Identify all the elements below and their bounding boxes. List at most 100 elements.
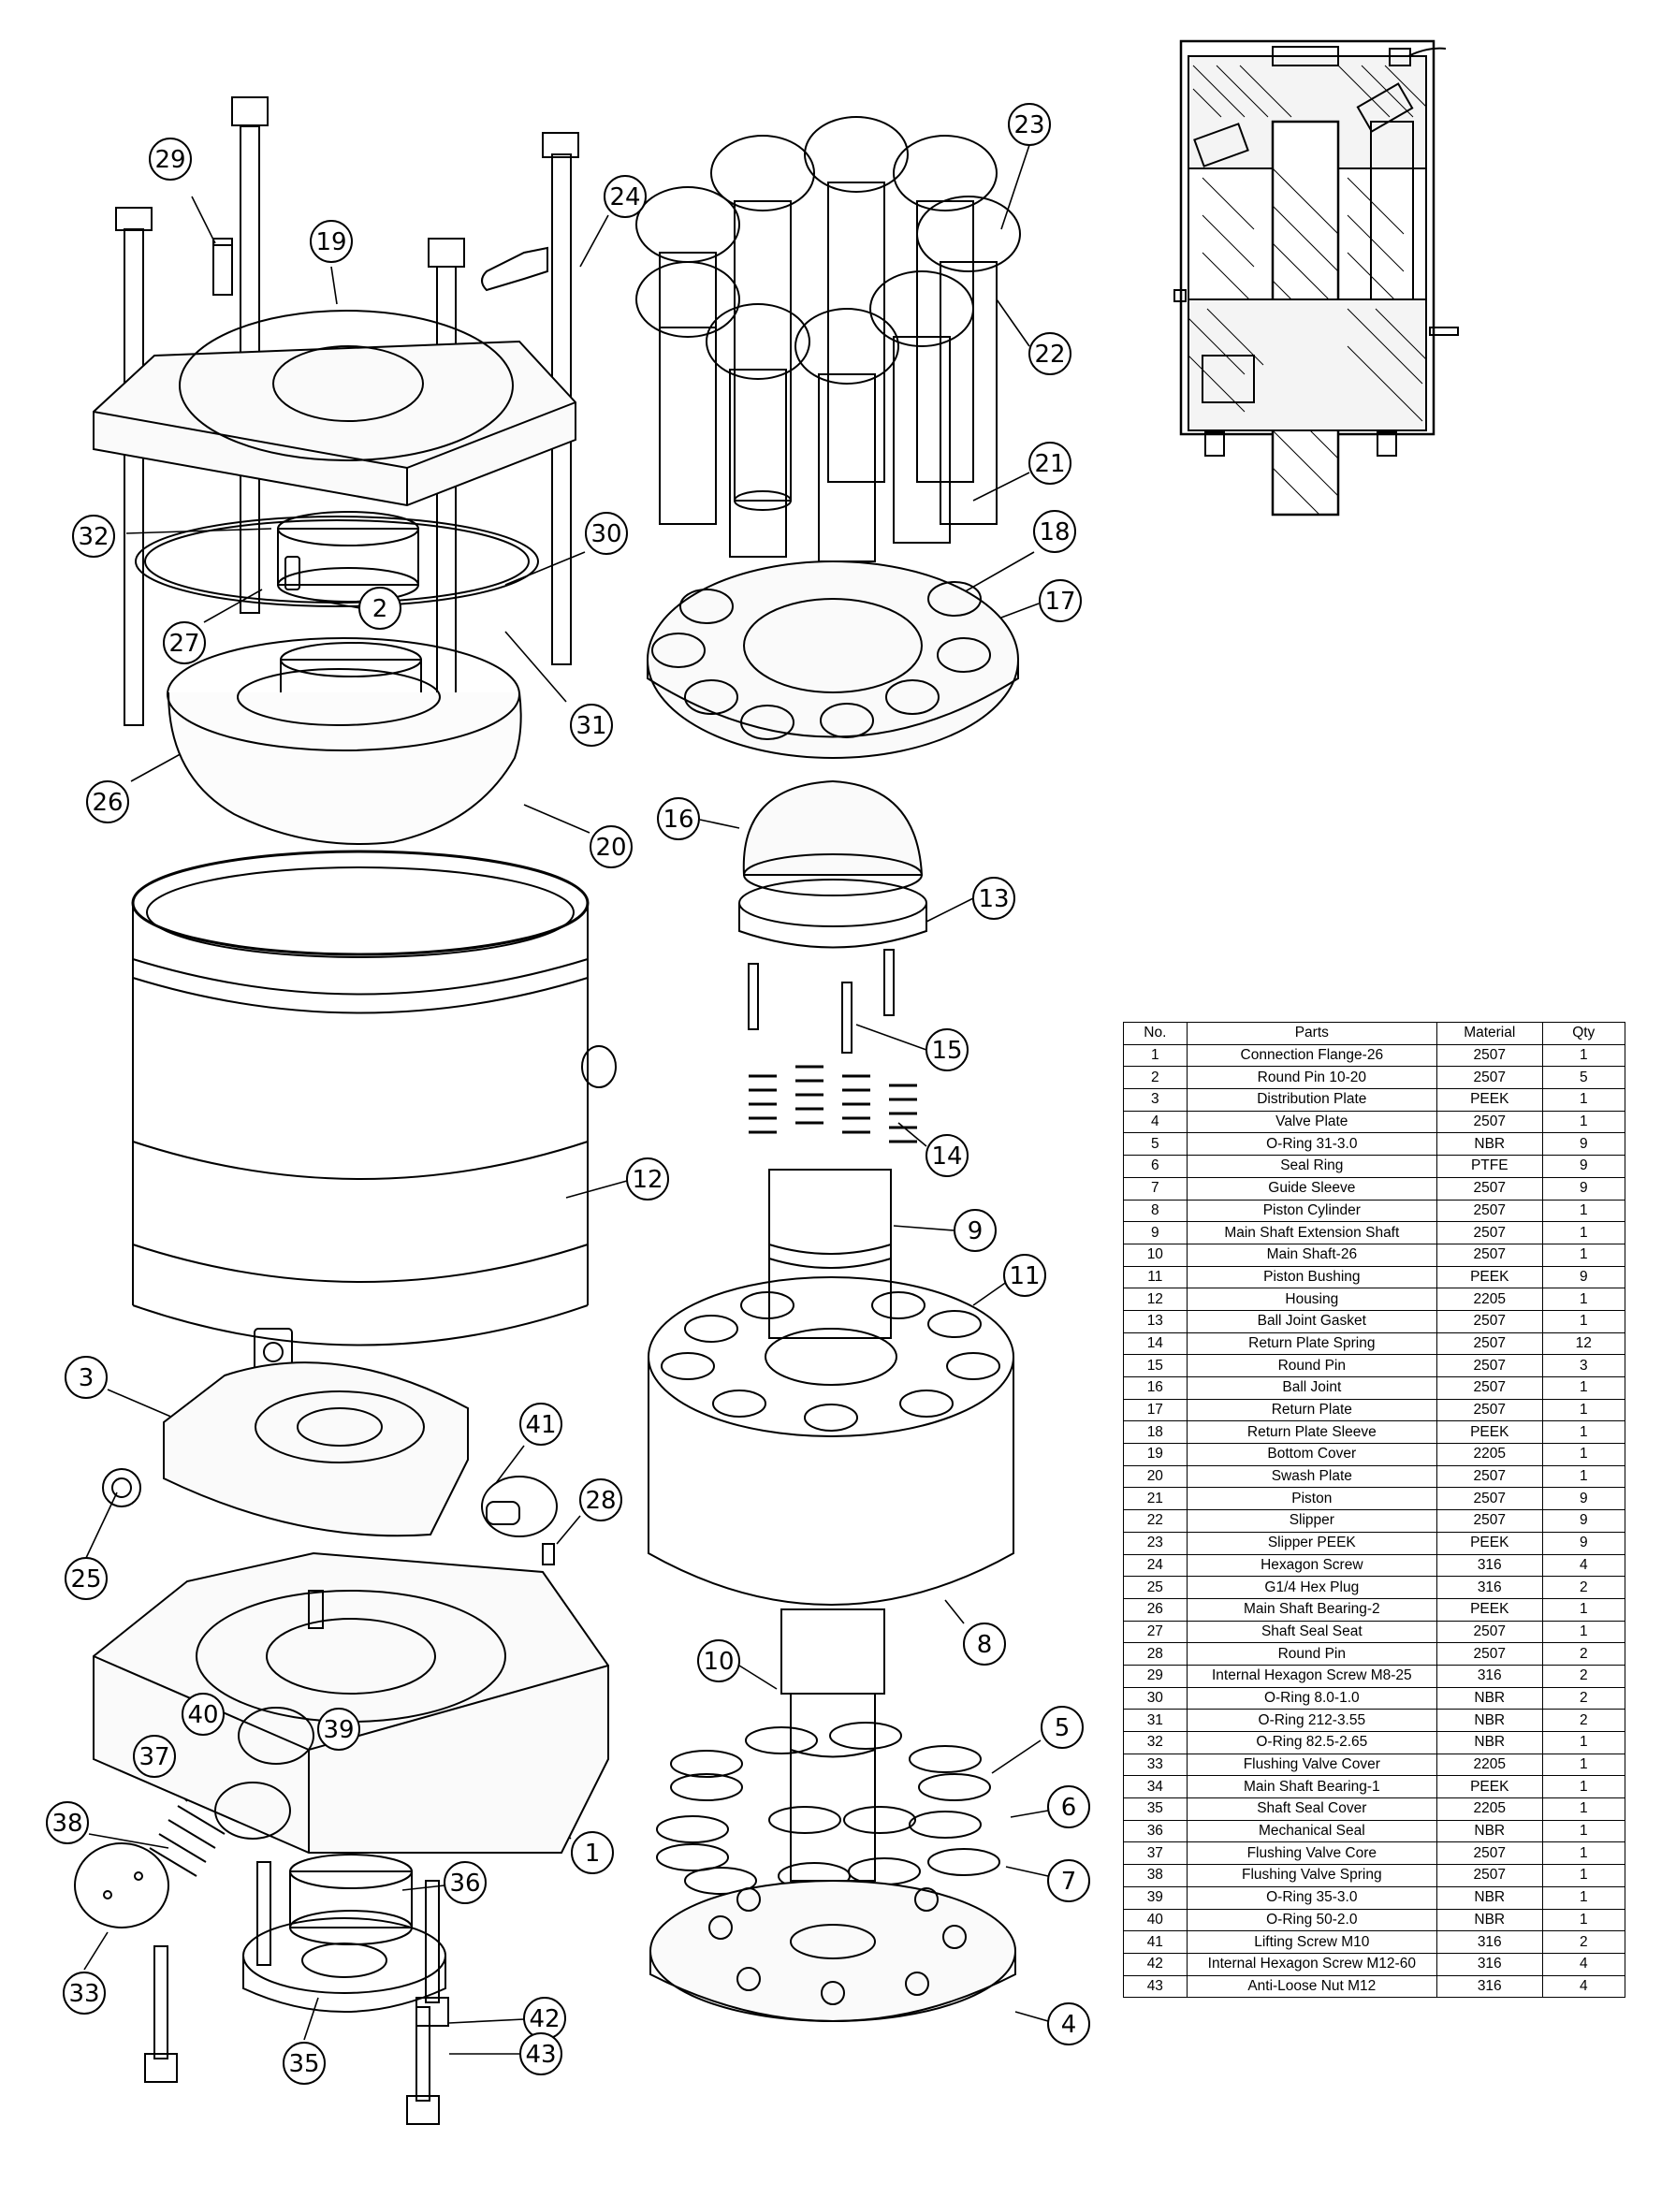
callout-13: 13 <box>972 877 1015 920</box>
callout-41: 41 <box>519 1403 562 1446</box>
shaft-seal-cover-35 <box>242 1917 446 2013</box>
leader-10 <box>738 1665 778 1690</box>
bom-cell-part: Round Pin <box>1186 1354 1438 1377</box>
bom-cell-qty: 1 <box>1541 1775 1626 1799</box>
callout-26: 26 <box>86 780 129 823</box>
svg-text:9: 9 <box>968 1217 984 1245</box>
svg-text:7: 7 <box>1061 1868 1077 1896</box>
callout-14: 14 <box>925 1134 969 1177</box>
leader-20 <box>523 804 590 834</box>
bom-cell-part: Return Plate <box>1186 1398 1438 1422</box>
bom-cell-qty: 2 <box>1541 1576 1626 1599</box>
bom-cell-part: Round Pin <box>1186 1642 1438 1666</box>
round-pin-28 <box>542 1543 555 1565</box>
bom-cell-material: 2205 <box>1436 1797 1543 1821</box>
bom-cell-no: 30 <box>1123 1686 1188 1710</box>
svg-text:3: 3 <box>79 1364 95 1392</box>
bom-cell-no: 27 <box>1123 1620 1188 1644</box>
svg-text:11: 11 <box>1009 1262 1040 1290</box>
bom-cell-no: 36 <box>1123 1819 1188 1843</box>
bom-cell-material: NBR <box>1436 1709 1543 1732</box>
bom-header-qty: Qty <box>1541 1022 1626 1045</box>
bom-cell-qty: 1 <box>1541 1797 1626 1821</box>
callout-29: 29 <box>149 138 192 181</box>
leader-30 <box>504 551 586 586</box>
bom-cell-part: Piston Cylinder <box>1186 1199 1438 1223</box>
bom-cell-part: Internal Hexagon Screw M8-25 <box>1186 1664 1438 1688</box>
bom-cell-qty: 2 <box>1541 1642 1626 1666</box>
bom-cell-no: 9 <box>1123 1221 1188 1244</box>
bom-cell-material: NBR <box>1436 1686 1543 1710</box>
svg-text:1: 1 <box>585 1840 601 1868</box>
bom-cell-qty: 1 <box>1541 1288 1626 1311</box>
bom-cell-material: PEEK <box>1436 1531 1543 1555</box>
bom-cell-no: 31 <box>1123 1709 1188 1732</box>
bom-cell-material: 2507 <box>1436 1354 1543 1377</box>
bom-cell-no: 28 <box>1123 1642 1188 1666</box>
leader-32 <box>125 528 272 534</box>
bom-cell-no: 20 <box>1123 1464 1188 1489</box>
ball-joint-gasket-13 <box>738 879 927 949</box>
bom-cell-no: 38 <box>1123 1864 1188 1887</box>
leader-5 <box>991 1739 1042 1774</box>
callout-38: 38 <box>46 1801 89 1844</box>
bom-cell-qty: 1 <box>1541 1731 1626 1754</box>
svg-text:10: 10 <box>703 1648 734 1676</box>
bom-cell-no: 40 <box>1123 1908 1188 1932</box>
bom-cell-material: 2205 <box>1436 1753 1543 1777</box>
bom-cell-qty: 5 <box>1541 1066 1626 1090</box>
svg-text:4: 4 <box>1061 2011 1077 2039</box>
callout-33: 33 <box>63 1972 106 2015</box>
bom-cell-part: O-Ring 8.0-1.0 <box>1186 1686 1438 1710</box>
bom-cell-qty: 4 <box>1541 1553 1626 1578</box>
callout-15: 15 <box>925 1028 969 1071</box>
bom-header-parts: Parts <box>1186 1022 1438 1045</box>
svg-text:43: 43 <box>525 2041 556 2069</box>
bom-cell-qty: 1 <box>1541 1908 1626 1932</box>
bom-cell-part: Anti-Loose Nut M12 <box>1186 1974 1438 1999</box>
bom-cell-qty: 1 <box>1541 1885 1626 1910</box>
leader-15 <box>855 1024 927 1051</box>
bom-cell-material: 316 <box>1436 1974 1543 1999</box>
callout-leaders <box>83 144 1049 2055</box>
callout-20: 20 <box>590 825 633 868</box>
bom-cell-part: O-Ring 82.5-2.65 <box>1186 1731 1438 1754</box>
bom-cell-material: NBR <box>1436 1819 1543 1843</box>
bom-cell-no: 41 <box>1123 1930 1188 1954</box>
bom-cell-no: 3 <box>1123 1088 1188 1112</box>
ball-joint-16 <box>742 779 924 896</box>
bom-cell-material: 2507 <box>1436 1464 1543 1489</box>
leader-8 <box>944 1599 965 1624</box>
bom-cell-part: Lifting Screw M10 <box>1186 1930 1438 1954</box>
bom-cell-no: 4 <box>1123 1110 1188 1134</box>
hex-plug-25 <box>102 1468 141 1507</box>
bom-cell-qty: 3 <box>1541 1354 1626 1377</box>
bom-header-row: No. Parts Material Qty <box>1123 1022 1626 1045</box>
svg-text:5: 5 <box>1055 1714 1071 1742</box>
bom-cell-part: Ball Joint <box>1186 1376 1438 1400</box>
svg-text:15: 15 <box>931 1037 962 1065</box>
round-pins-15 <box>748 949 895 1054</box>
leader-36 <box>401 1885 445 1891</box>
svg-text:21: 21 <box>1034 450 1065 478</box>
svg-text:25: 25 <box>70 1565 101 1594</box>
svg-text:23: 23 <box>1013 111 1044 139</box>
bom-cell-material: 2507 <box>1436 1199 1543 1223</box>
leader-33 <box>83 1931 109 1971</box>
bom-cell-part: Slipper <box>1186 1509 1438 1533</box>
bom-cell-no: 42 <box>1123 1952 1188 1976</box>
bom-cell-qty: 1 <box>1541 1221 1626 1244</box>
svg-text:8: 8 <box>977 1631 993 1659</box>
bom-cell-qty: 9 <box>1541 1132 1626 1157</box>
svg-text:17: 17 <box>1044 588 1075 616</box>
